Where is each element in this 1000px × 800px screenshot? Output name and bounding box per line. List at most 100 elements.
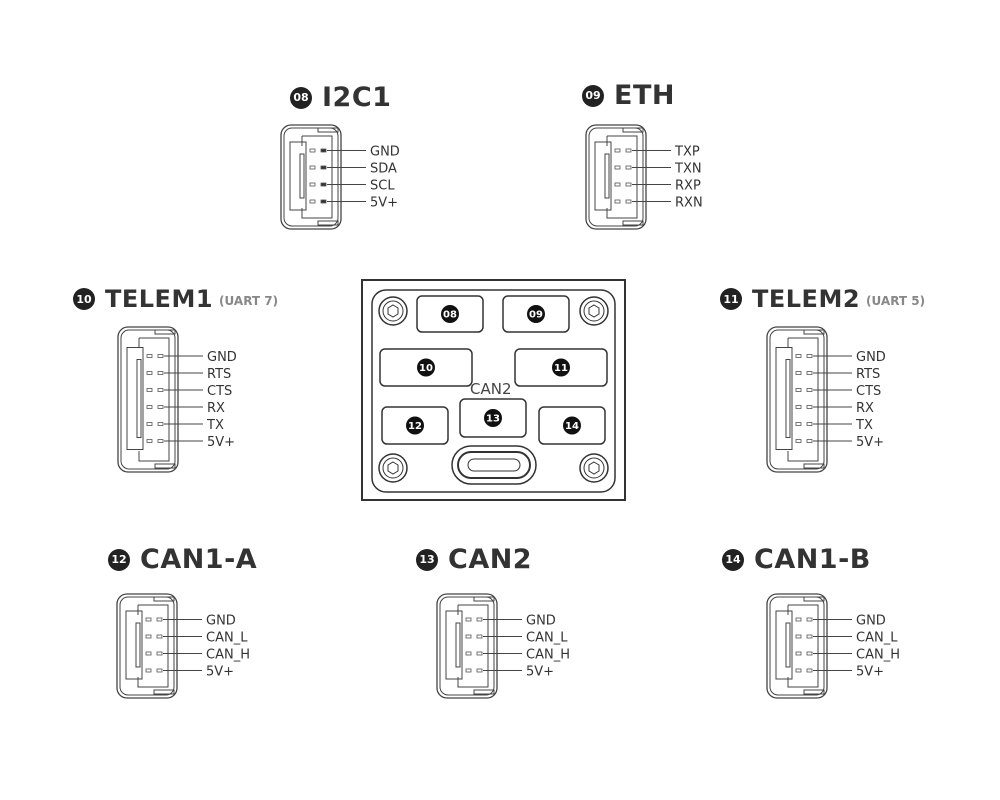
pin [795, 354, 802, 358]
pin [309, 165, 316, 170]
pin [476, 668, 483, 673]
port-number-badge [441, 305, 459, 323]
pin [157, 371, 164, 375]
pin [320, 165, 327, 170]
pin [146, 439, 153, 443]
title-can2: 13 CAN2 [416, 544, 532, 575]
port-number-badge [563, 416, 581, 435]
pin-label: GND [856, 614, 886, 629]
pin-label: GND [207, 350, 237, 365]
title-telem2: 11 TELEM2 (UART 5) [720, 285, 925, 313]
pin [795, 405, 802, 409]
pin [465, 634, 472, 639]
pin [806, 668, 813, 673]
pin [309, 199, 316, 204]
board-silkscreen-label: CAN2 [470, 380, 512, 398]
port-number: 11 [554, 363, 568, 374]
pin [156, 668, 163, 673]
badge-08: 08 [290, 86, 312, 109]
port-number: 10 [419, 363, 433, 374]
pin-label: CTS [856, 384, 881, 399]
pin [465, 668, 472, 673]
port-number: 14 [565, 421, 579, 432]
pin [145, 634, 152, 639]
pin [795, 439, 802, 443]
screw-icon [579, 296, 609, 326]
title-telem1: 10 TELEM1 (UART 7) [73, 285, 278, 313]
port-number: 08 [443, 310, 457, 321]
title-subtitle: (UART 7) [219, 294, 279, 308]
pin [614, 199, 621, 204]
title-eth: 09 ETH [582, 80, 675, 111]
pin [465, 617, 472, 622]
pin-label: CAN_H [526, 648, 570, 663]
pin [476, 634, 483, 639]
badge-13: 13 [416, 548, 438, 571]
pin-label: 5V+ [526, 665, 554, 680]
pin-label: RXP [675, 179, 701, 194]
badge-11: 11 [720, 288, 742, 310]
title-text: ETH [614, 80, 675, 111]
pin [146, 405, 153, 409]
pin [157, 422, 164, 426]
pin-label: CAN_L [856, 631, 898, 646]
pin-label: GND [856, 350, 886, 365]
pin [309, 182, 316, 187]
pin [145, 668, 152, 673]
pin [476, 617, 483, 622]
pin [156, 651, 163, 656]
connector-housing [117, 326, 179, 473]
title-text: I2C1 [322, 82, 392, 113]
screw-icon [579, 453, 609, 483]
connector-housing [766, 326, 828, 473]
pin [320, 199, 327, 204]
pin-label: RXN [675, 196, 703, 211]
pin [157, 405, 164, 409]
pin [795, 617, 802, 622]
pin-label: RTS [207, 367, 231, 382]
pin [614, 182, 621, 187]
pin [146, 388, 153, 392]
pin [625, 165, 632, 170]
pin [795, 371, 802, 375]
port-number: 12 [408, 421, 422, 432]
pin-label: TX [206, 418, 224, 433]
pin-label: TXP [674, 145, 700, 160]
pin [806, 439, 813, 443]
pin-label: 5V+ [856, 435, 884, 450]
pin [806, 617, 813, 622]
pin-label: CAN_H [206, 648, 250, 663]
pin [614, 148, 621, 153]
pin-label: GND [206, 614, 236, 629]
pin [320, 148, 327, 153]
pin [145, 617, 152, 622]
board-port-12 [381, 406, 449, 445]
port-number-badge [527, 305, 545, 323]
pin [806, 651, 813, 656]
pin-label: RTS [856, 367, 880, 382]
screw-icon [378, 296, 408, 326]
pin-label: SDA [370, 162, 397, 177]
pin-label: 5V+ [207, 435, 235, 450]
title-text: TELEM1 [105, 285, 214, 313]
board-port-10 [379, 348, 473, 387]
badge-12: 12 [108, 548, 130, 571]
screw-icon [378, 453, 408, 483]
pin [625, 148, 632, 153]
pin [146, 354, 153, 358]
pin-label: CTS [207, 384, 232, 399]
pin [157, 439, 164, 443]
title-i2c1: 08 I2C1 [290, 82, 391, 113]
pin [806, 388, 813, 392]
pin [146, 371, 153, 375]
title-text: CAN2 [448, 544, 533, 575]
pin [806, 405, 813, 409]
pin [806, 354, 813, 358]
